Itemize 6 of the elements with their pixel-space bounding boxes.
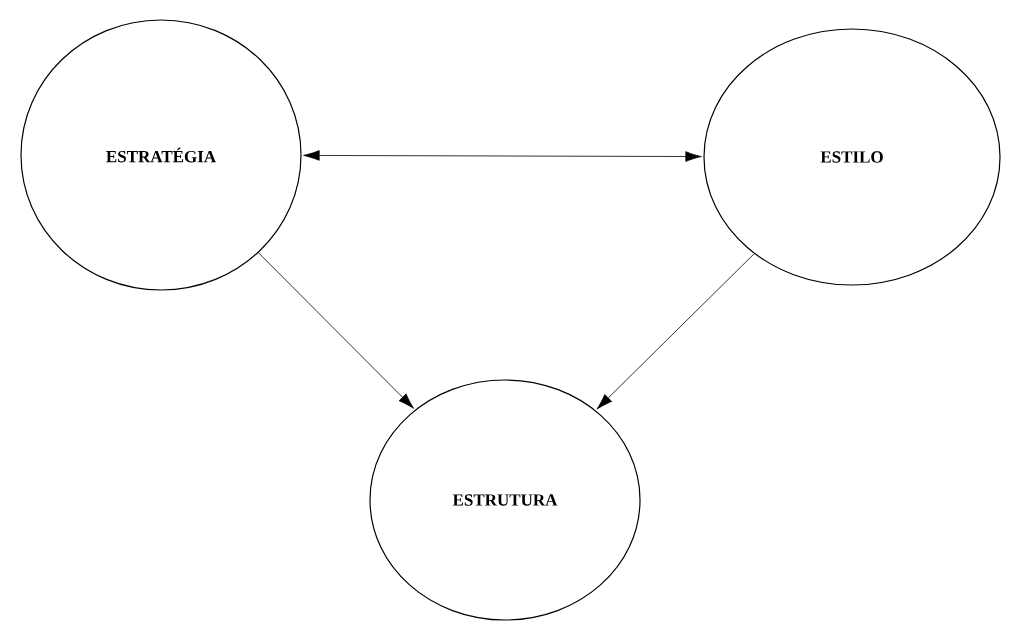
arrow xyxy=(303,150,702,162)
arrow xyxy=(258,252,415,409)
circle-node: ESTRATÉGIA xyxy=(20,19,302,291)
circle-node: ESTRUTURA xyxy=(369,379,641,621)
arrow xyxy=(596,253,755,410)
circle-node: ESTILO xyxy=(703,28,1001,286)
